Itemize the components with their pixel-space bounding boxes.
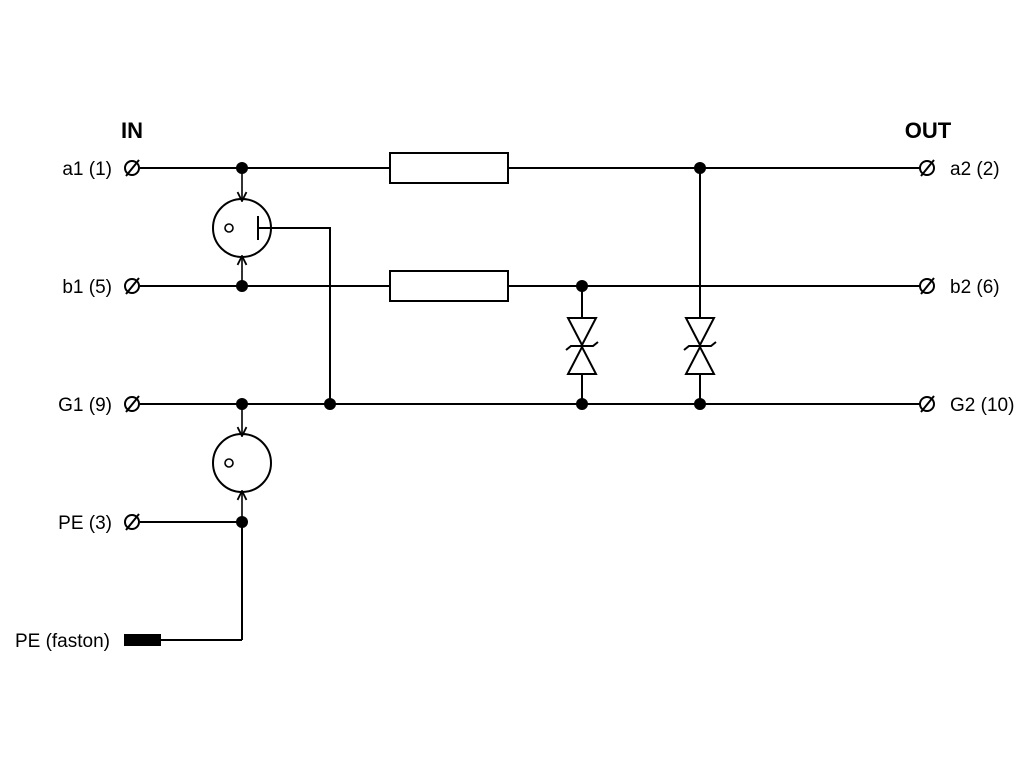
screw-terminal-icon (919, 277, 935, 295)
screw-terminal-icon (919, 395, 935, 413)
faston-tab-icon (124, 634, 161, 646)
resistor-b (389, 270, 509, 302)
bidirectional-tvs-diode-icon (683, 168, 717, 404)
junction-node (576, 398, 588, 410)
junction-node (576, 280, 588, 292)
junction-node (236, 398, 248, 410)
terminal-label-pe-faston: PE (faston) (15, 631, 110, 652)
terminal-label-pe: PE (3) (58, 513, 112, 534)
junction-node (694, 398, 706, 410)
junction-nodes (236, 162, 706, 528)
junction-node (236, 162, 248, 174)
bidirectional-tvs-diode-icon (565, 286, 599, 404)
terminal-label-a1: a1 (1) (62, 159, 112, 180)
terminal-label-b1: b1 (5) (62, 277, 112, 298)
screw-terminal-icon (919, 159, 935, 177)
screw-terminal-icon (124, 395, 140, 413)
screw-terminal-icon (124, 159, 140, 177)
resistor-a (389, 152, 509, 184)
gas-discharge-tube-icon (212, 168, 331, 404)
screw-terminal-icon (124, 513, 140, 531)
junction-node (694, 162, 706, 174)
junction-node (236, 280, 248, 292)
junction-node (324, 398, 336, 410)
screw-terminal-icon (124, 277, 140, 295)
line-pe-faston (160, 522, 243, 641)
gas-discharge-tube-icon (212, 404, 272, 522)
terminal-label-a2: a2 (2) (950, 159, 1000, 180)
output-header: OUT (905, 118, 952, 143)
input-header: IN (121, 118, 143, 143)
terminal-label-g1: G1 (9) (58, 395, 112, 416)
junction-node (236, 516, 248, 528)
terminal-label-b2: b2 (6) (950, 277, 1000, 298)
terminal-label-g2: G2 (10) (950, 395, 1014, 416)
